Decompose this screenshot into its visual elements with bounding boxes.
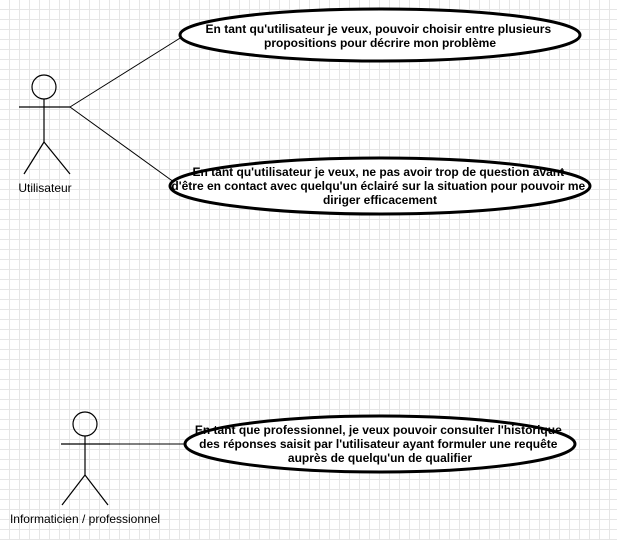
use-case-line: d'être en contact avec quelqu'un éclairé… xyxy=(171,179,585,193)
use-case-line: En tant qu'utilisateur je veux, ne pas a… xyxy=(193,165,565,179)
use-case-line: propositions pour décrire mon problème xyxy=(264,36,496,50)
use-case-contact-eclaire[interactable]: En tant qu'utilisateur je veux, ne pas a… xyxy=(168,156,592,216)
actor-label: Informaticien / professionnel xyxy=(10,512,160,526)
use-case-text: En tant qu'utilisateur je veux, pouvoir … xyxy=(206,22,555,50)
use-case-historique[interactable]: En tant que professionnel, je veux pouvo… xyxy=(183,414,577,474)
use-case-ellipse xyxy=(183,414,577,474)
use-case-line: diriger efficacement xyxy=(323,193,437,207)
use-case-line: des réponses saisit par l'utilisateur ay… xyxy=(199,437,558,451)
actor-head xyxy=(31,74,57,100)
actor-head xyxy=(72,411,98,437)
use-case-ellipse xyxy=(168,156,592,216)
actor-left-leg xyxy=(23,141,45,175)
actor-utilisateur[interactable]: Utilisateur xyxy=(18,74,72,195)
use-case-line: auprès de quelqu'un de qualifier xyxy=(288,451,473,465)
use-case-line: En tant que professionnel, je veux pouvo… xyxy=(195,423,562,437)
use-case-choix-propositions[interactable]: En tant qu'utilisateur je veux, pouvoir … xyxy=(178,7,582,63)
actor-right-leg xyxy=(43,141,71,175)
use-case-text: En tant qu'utilisateur je veux, ne pas a… xyxy=(171,165,588,207)
actor-right-leg xyxy=(84,474,109,506)
actor-informaticien[interactable]: Informaticien / professionnel xyxy=(10,411,160,526)
use-case-line: En tant qu'utilisateur je veux, pouvoir … xyxy=(206,22,552,36)
association-utilisateur-uc1 xyxy=(69,34,186,108)
association-utilisateur-uc2 xyxy=(69,106,179,186)
use-case-text: En tant que professionnel, je veux pouvo… xyxy=(195,423,565,465)
actor-label: Utilisateur xyxy=(18,181,71,195)
use-case-ellipse xyxy=(178,7,582,63)
actor-left-leg xyxy=(61,474,86,506)
